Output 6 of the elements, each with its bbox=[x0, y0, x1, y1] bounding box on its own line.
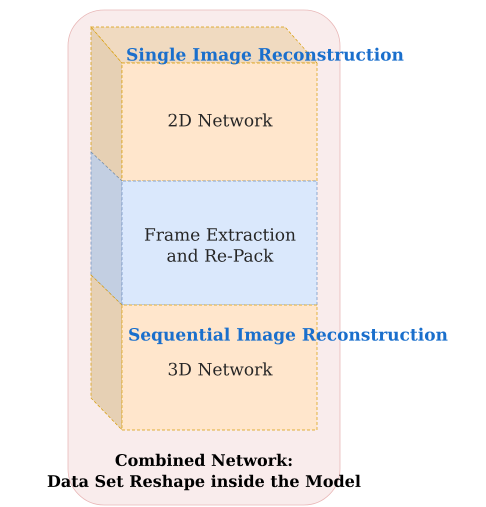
caption-text: Combined Network: Data Set Reshape inside the Model bbox=[48, 454, 361, 490]
block-label: Frame Extraction and Re-Pack bbox=[144, 228, 296, 262]
section-heading: Single Image Reconstruction bbox=[127, 48, 404, 64]
section-heading: Sequential Image Reconstruction bbox=[129, 328, 448, 344]
block-label: 3D Network bbox=[168, 362, 273, 376]
block-label: 2D Network bbox=[168, 113, 273, 127]
